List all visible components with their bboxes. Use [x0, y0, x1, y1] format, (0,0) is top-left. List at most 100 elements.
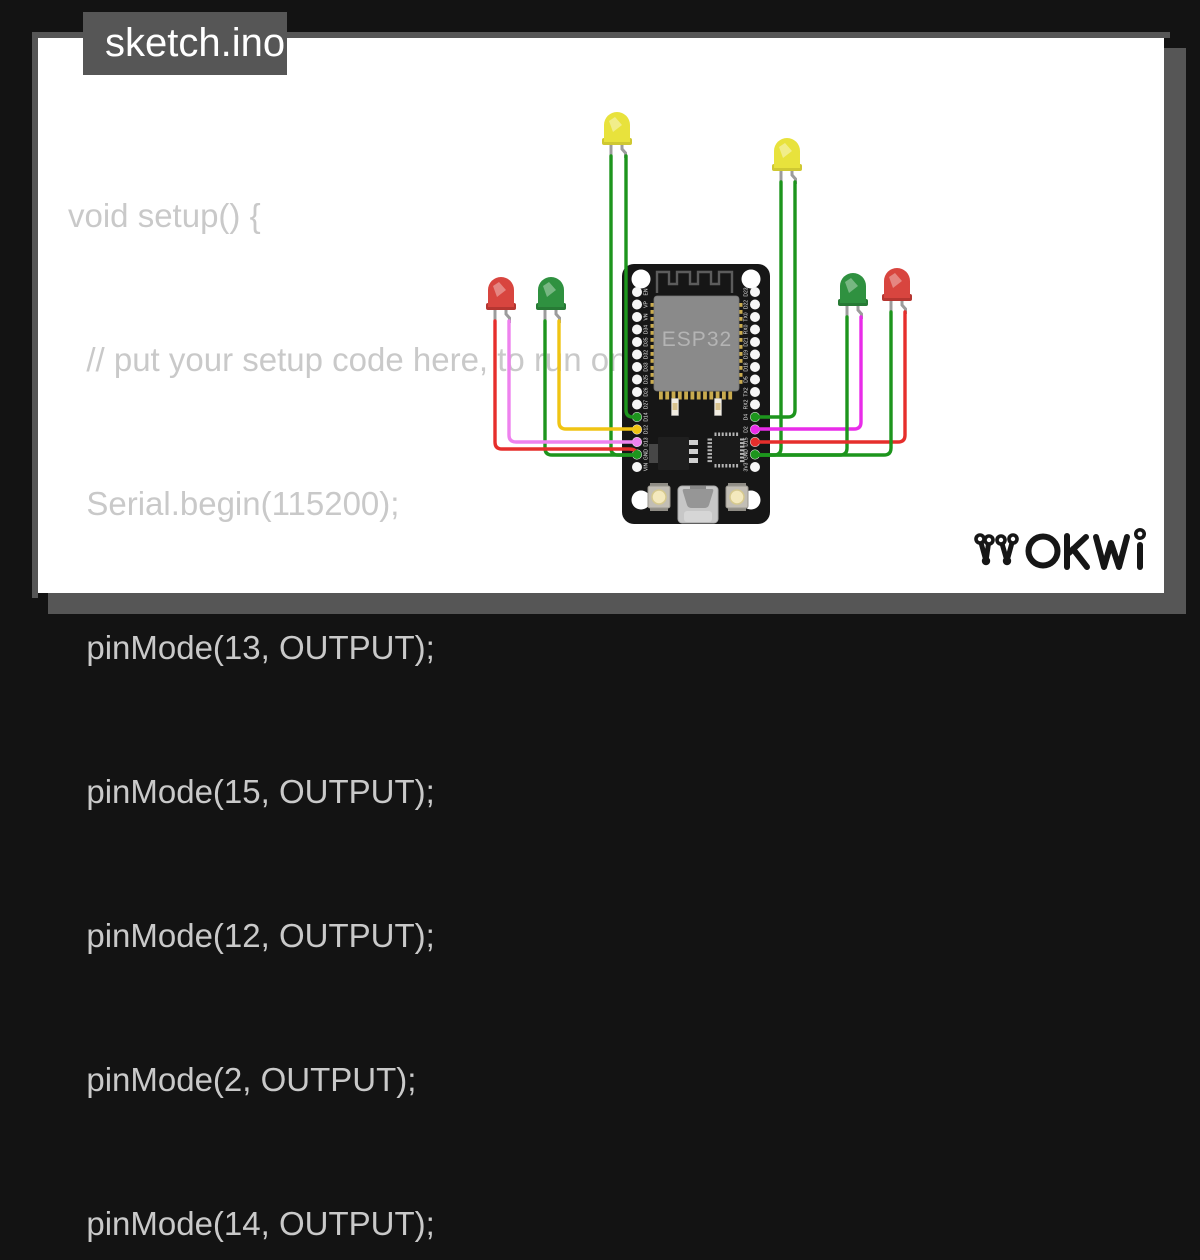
pin-label: D13	[644, 437, 650, 446]
circuit-scene: ESP32 ENVPVND34D35D32D33D25D26D27D14D12D…	[486, 112, 912, 524]
chip-pin	[740, 445, 745, 448]
pin-hole	[632, 312, 642, 322]
pin-hole	[750, 337, 760, 347]
pin-label: TX0	[744, 312, 750, 321]
pin-hole	[750, 349, 760, 360]
chip-pin	[707, 438, 712, 441]
pin-label: VP	[644, 301, 650, 308]
code-line: pinMode(2, OUTPUT);	[68, 1061, 417, 1098]
pin-label: D35	[644, 337, 650, 346]
module-pad	[722, 391, 726, 400]
chip-pin	[736, 432, 739, 437]
wokwi-logo-icon	[974, 528, 1147, 570]
led-leg	[889, 301, 893, 314]
led-highlight	[609, 117, 622, 132]
pin-label: EN	[644, 288, 650, 295]
led-dome	[840, 273, 866, 303]
pin-label: D32	[644, 350, 650, 359]
pin-hole	[632, 299, 642, 310]
pin-hole	[632, 374, 642, 385]
chip-pin	[725, 463, 728, 468]
chip-pin	[707, 460, 712, 463]
led-dome	[488, 277, 514, 307]
pin-label: GND	[644, 449, 650, 461]
pin-hole	[750, 312, 760, 322]
chip-pin	[728, 432, 731, 437]
pin-label: RX2	[744, 399, 750, 409]
code-line: pinMode(13, OUTPUT);	[68, 629, 435, 666]
led-yellow-top-right[interactable]	[772, 138, 802, 184]
chip-pin	[718, 432, 721, 437]
chip-pin	[732, 463, 735, 468]
pin-label: RX0	[744, 324, 750, 334]
pin-hole	[750, 374, 760, 385]
pin-label: D21	[744, 337, 750, 346]
code-line: pinMode(15, OUTPUT);	[68, 773, 435, 810]
led-dome	[604, 112, 630, 142]
pin-label: D33	[644, 362, 650, 371]
led-yellow-top-left[interactable]	[602, 112, 632, 158]
mount-hole	[741, 269, 761, 289]
pin-label: D2	[744, 426, 750, 433]
chip-pin	[714, 432, 717, 437]
chip-pin	[725, 432, 728, 437]
chip-pin	[707, 449, 712, 452]
pin-header-right: D23D22TX0RX0D21D19D18D5TX2RX2D4D2D15GND3…	[744, 287, 760, 472]
led-green-left[interactable]	[536, 277, 566, 323]
pin-hole	[750, 362, 760, 372]
module-pad	[696, 391, 701, 400]
pin-label: GND	[744, 449, 750, 461]
usb-connector	[677, 485, 719, 524]
module-pad	[665, 391, 670, 400]
led-highlight	[889, 273, 902, 288]
chip-pin	[714, 463, 717, 468]
code-line: pinMode(14, OUTPUT);	[68, 1205, 435, 1242]
frame-border-left	[32, 32, 38, 598]
led-leg	[493, 310, 497, 323]
pin-hole	[750, 462, 760, 472]
pin-label: TX2	[744, 387, 750, 396]
pin-hole	[632, 387, 642, 397]
pin-hole	[632, 337, 642, 347]
chip-label: ESP32	[662, 328, 732, 351]
chip-pin	[707, 445, 712, 448]
pin-hole	[632, 399, 642, 410]
pin-label: D34	[644, 325, 650, 334]
led-highlight	[493, 282, 506, 297]
led-dome	[884, 268, 910, 298]
wire-terminals	[632, 412, 760, 459]
pin-label: D19	[744, 350, 750, 359]
pin-hole	[632, 362, 642, 372]
file-tab[interactable]: sketch.ino	[83, 12, 287, 75]
wire-yellow-d12	[557, 319, 640, 431]
pin-label: 3V3	[744, 462, 750, 471]
led-highlight	[543, 282, 556, 297]
resistor	[714, 398, 722, 416]
module-pad	[715, 391, 720, 400]
en-button[interactable]	[647, 483, 671, 511]
module-pad	[671, 391, 676, 400]
led-red-right[interactable]	[882, 268, 912, 314]
chip-pin	[740, 442, 745, 445]
pin-hole	[632, 324, 642, 335]
boot-button[interactable]	[725, 483, 749, 511]
antenna-icon	[655, 270, 734, 293]
wire-red-d15	[753, 310, 907, 444]
pin-label: D25	[644, 375, 650, 384]
chip-pin	[707, 456, 712, 459]
chip-pin	[721, 432, 724, 437]
pin-label: VIN	[644, 462, 650, 471]
pin-label: D26	[644, 387, 650, 396]
mount-hole	[631, 269, 651, 289]
chip-pin	[740, 456, 745, 459]
led-green-right[interactable]	[838, 273, 868, 319]
usb-serial-chip	[707, 432, 745, 468]
chip-pin	[721, 463, 724, 468]
led-highlight	[779, 143, 792, 158]
led-red-left[interactable]	[486, 277, 516, 323]
chip-pin	[728, 463, 731, 468]
code-line: Serial.begin(115200);	[68, 485, 400, 522]
chip-pin	[740, 460, 745, 463]
wire-green-gnd-right3	[753, 310, 893, 457]
mount-hole	[631, 490, 651, 510]
